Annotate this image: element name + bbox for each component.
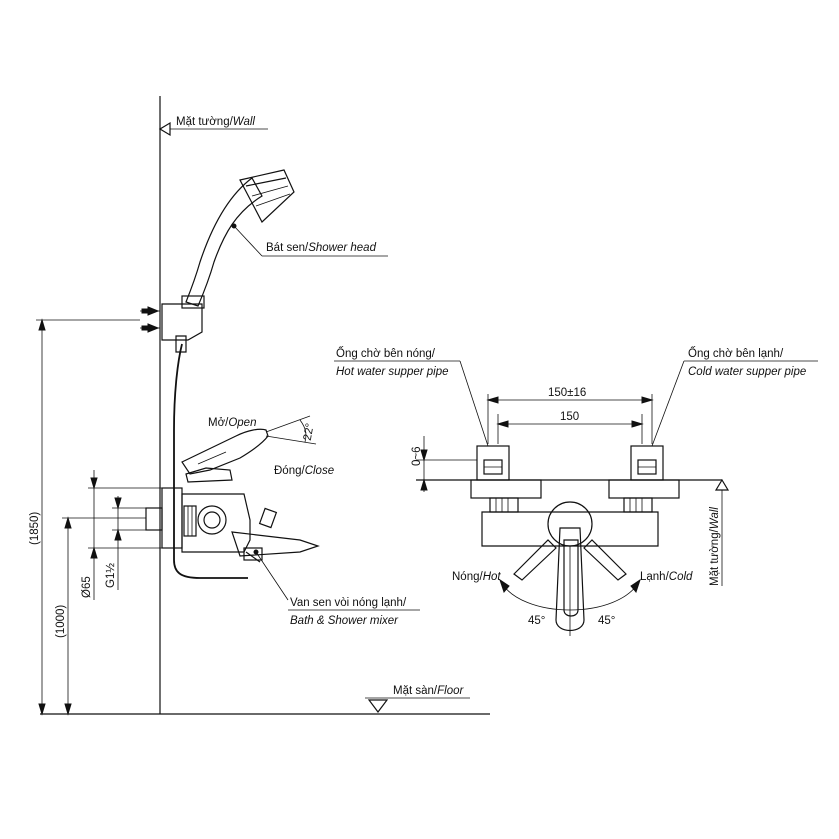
shower-head-leader [233,225,263,257]
dim-1000: (1000) [55,605,67,638]
angle-left-label: 45° [528,615,545,627]
hot-pipe-label-1: Ống chờ bên nóng/ [336,346,436,360]
cold-pipe-leader [651,360,685,447]
front-wall-label: Mặt tường/Wall [709,507,721,586]
hot-pipe-stub-icon [476,445,510,481]
front-wall-arrow-icon [714,478,730,491]
dim-1850: (1850) [29,512,41,545]
dim-150-tol: 150±16 [548,387,586,399]
mixer-label-2: Bath & Shower mixer [290,615,399,627]
angle-22-label: 22° [302,422,317,441]
front-view: Ống chờ bên nóng/ Hot water supper pipe … [334,346,818,636]
hose-connector [175,335,187,353]
wall-arrow-icon [158,121,171,137]
hot-label: Nóng/Hot [452,571,501,583]
floor-triangle-icon [367,699,389,713]
hot-pipe-label-2: Hot water supper pipe [336,366,449,378]
dim-0-6: 0~6 [411,446,423,466]
mixer-label-leader [255,551,289,601]
dim-g12: G1½ [105,563,117,588]
close-label: Đóng/Close [274,465,334,477]
front-mixer-body-icon [470,479,680,632]
shower-head-label: Bát sen/Shower head [266,242,377,254]
hot-pipe-leader [459,360,489,447]
mixer-body-icon [145,487,320,563]
side-view: Mặt tường/Wall Mặt sàn/Floor Bát sen/Sho… [29,96,490,716]
mixer-handle-icon [181,428,269,483]
open-label: Mở/Open [208,417,256,429]
wall-label: Mặt tường/Wall [176,116,255,128]
dim-150: 150 [560,411,579,423]
wall-bracket-icon [140,303,203,341]
cold-pipe-label-1: Ống chờ bên lạnh/ [688,346,784,360]
angle-right-label: 45° [598,615,615,627]
floor-label: Mặt sàn/Floor [393,685,464,697]
cold-pipe-stub-icon [630,445,664,481]
mixer-label-1: Van sen vòi nóng lạnh/ [290,597,407,609]
dim-65: Ø65 [81,576,93,598]
shower-hose [173,343,248,579]
cold-label: Lạnh/Cold [640,571,693,583]
cold-pipe-label-2: Cold water supper pipe [688,366,806,378]
shower-head-icon [181,169,295,309]
